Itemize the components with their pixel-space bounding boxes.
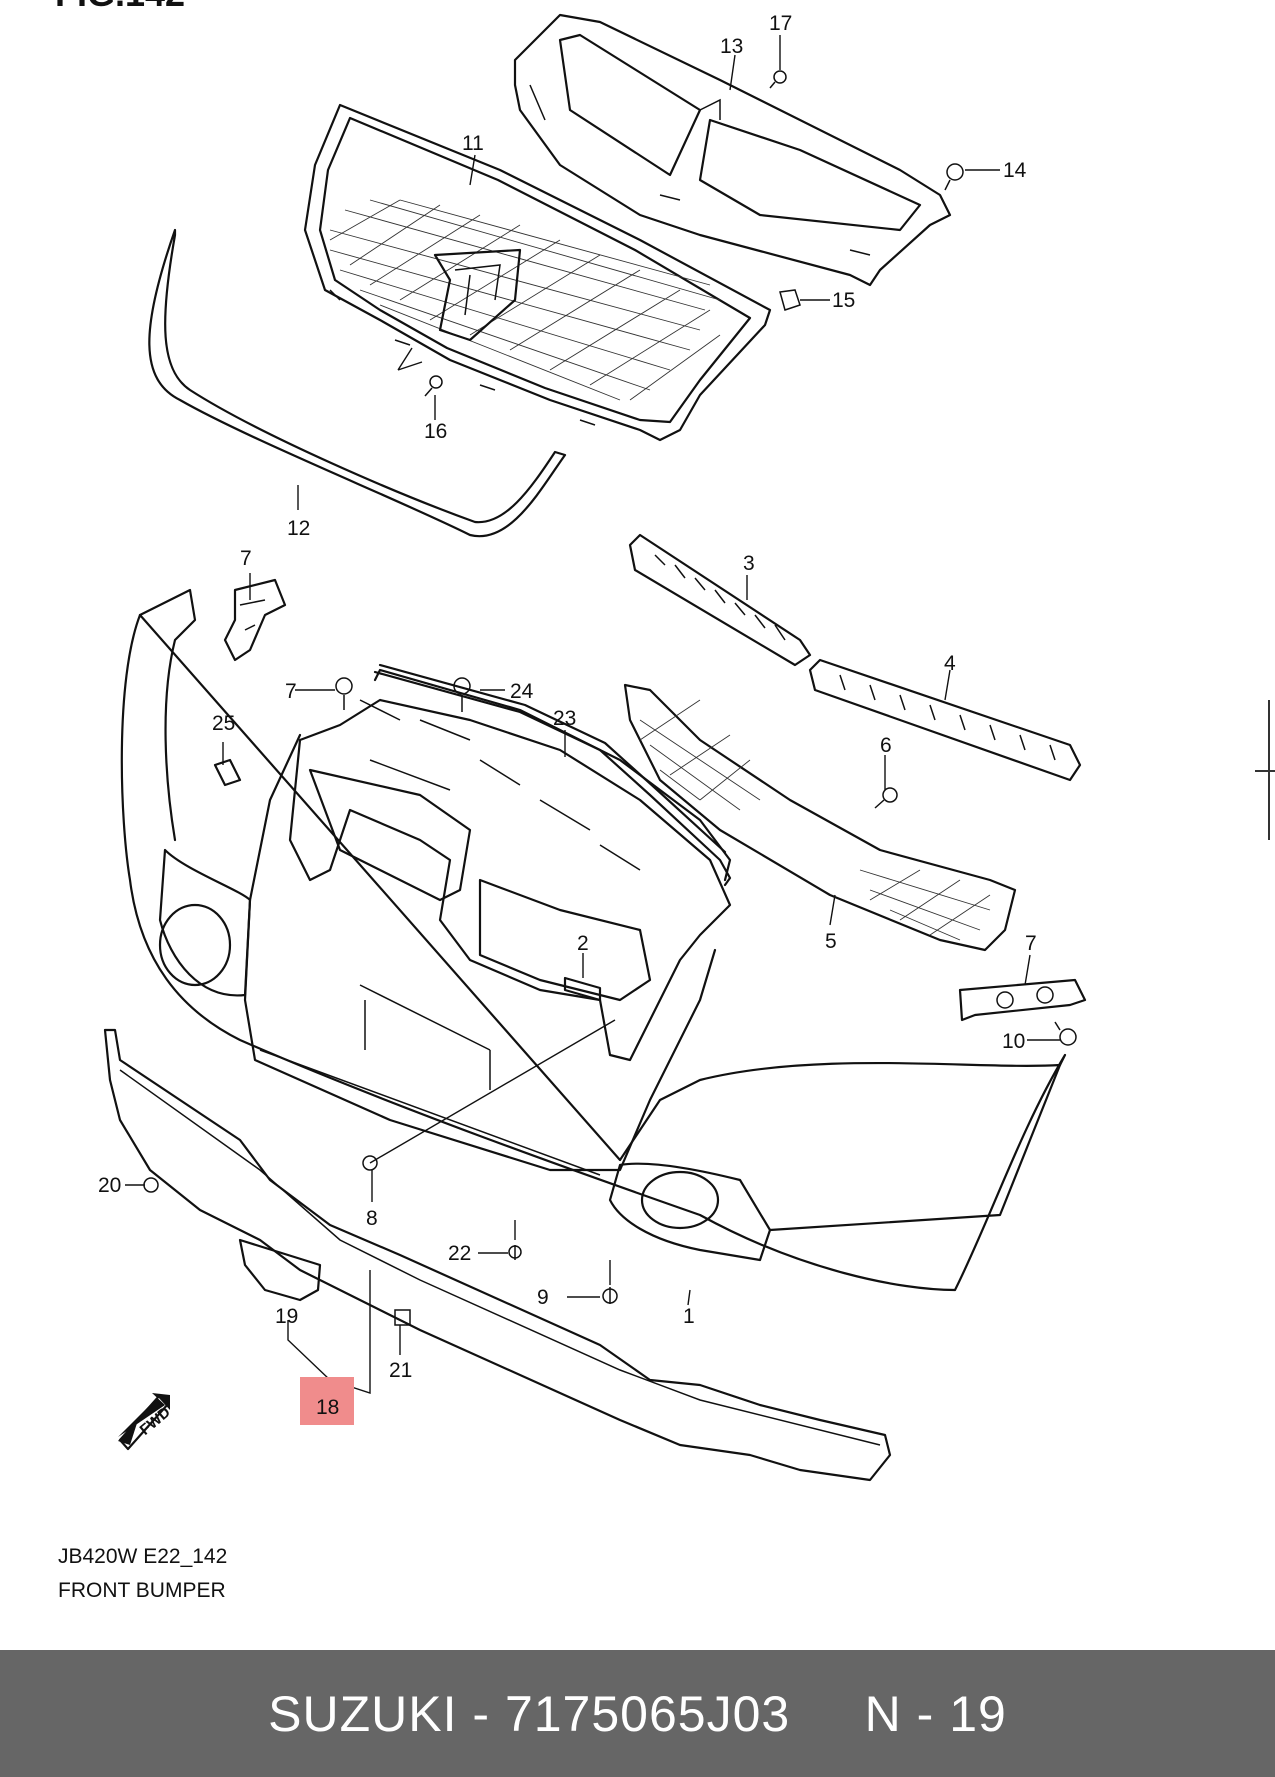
callout-17[interactable]: 16: [424, 420, 447, 443]
part-2-bracket: [563, 976, 602, 1002]
part-19-lower-spoiler: [103, 1028, 892, 1482]
footer-part-number: SUZUKI - 7175065J03 N - 19: [268, 1685, 1007, 1742]
callout-9[interactable]: 8: [366, 1207, 378, 1230]
part-20-cover: [238, 1238, 322, 1302]
callout-14[interactable]: 13: [720, 35, 743, 58]
diagram-caption: JB420W E22_142 FRONT BUMPER: [58, 1540, 227, 1608]
fasteners: [143, 70, 1077, 1326]
part-3-absorber: [628, 533, 812, 667]
callout-10[interactable]: 9: [537, 1286, 549, 1309]
callout-1[interactable]: 1: [683, 1305, 695, 1328]
callout-7-left[interactable]: 7: [240, 547, 252, 570]
callout-12[interactable]: 11: [462, 132, 484, 155]
part-1-bumper-cover: [120, 588, 1067, 1292]
callout-3[interactable]: 3: [743, 552, 755, 575]
callout-5[interactable]: 5: [825, 930, 837, 953]
part-14-upper-bracket: [513, 13, 952, 287]
callout-2[interactable]: 2: [577, 932, 589, 955]
highlight-box-19[interactable]: [300, 1377, 354, 1425]
callout-8[interactable]: 7: [285, 680, 297, 703]
callout-22[interactable]: 21: [389, 1359, 412, 1382]
callout-7-right[interactable]: 7: [1025, 932, 1037, 955]
part-12-grille: [303, 103, 772, 442]
callout-18[interactable]: 17: [769, 12, 792, 35]
callout-21[interactable]: 20: [98, 1174, 121, 1197]
callout-26[interactable]: 25: [212, 712, 235, 735]
callout-13[interactable]: 12: [287, 517, 310, 540]
callout-15[interactable]: 14: [1003, 159, 1027, 182]
part-26-clip: [213, 758, 242, 787]
callout-19[interactable]: 18: [316, 1396, 339, 1419]
part-25-seal-strip: [373, 663, 732, 887]
callout-20[interactable]: 19: [275, 1305, 298, 1328]
callout-4[interactable]: 4: [944, 652, 956, 675]
leader-lines: [125, 35, 1060, 1394]
part-7-side-bracket-right: [958, 978, 1087, 1022]
callout-16[interactable]: 15: [832, 289, 855, 312]
callout-11[interactable]: 10: [1002, 1030, 1025, 1053]
part-5-lower-grille: [623, 683, 1017, 952]
fwd-arrow-icon: FWD: [118, 1393, 174, 1451]
fwd-label: FWD: [137, 1404, 174, 1439]
figure-title: FIG.142: [55, 0, 185, 14]
callout-6[interactable]: 6: [880, 734, 892, 757]
callout-24[interactable]: 23: [553, 707, 576, 730]
part-4-absorber: [808, 658, 1082, 782]
parts-diagram: FIG.142: [55, 0, 1087, 1482]
part-7-side-bracket-left: [223, 578, 287, 662]
edge-tick: [1255, 770, 1275, 772]
footer-bar: SUZUKI - 7175065J03 N - 19: [0, 1650, 1275, 1777]
callout-23[interactable]: 22: [448, 1242, 471, 1265]
part-24-reinforcement: [288, 668, 732, 1062]
caption-name: FRONT BUMPER: [58, 1579, 226, 1602]
part-13-molding: [148, 228, 567, 538]
caption-code: JB420W E22_142: [58, 1545, 228, 1568]
callout-25[interactable]: 24: [510, 680, 534, 703]
